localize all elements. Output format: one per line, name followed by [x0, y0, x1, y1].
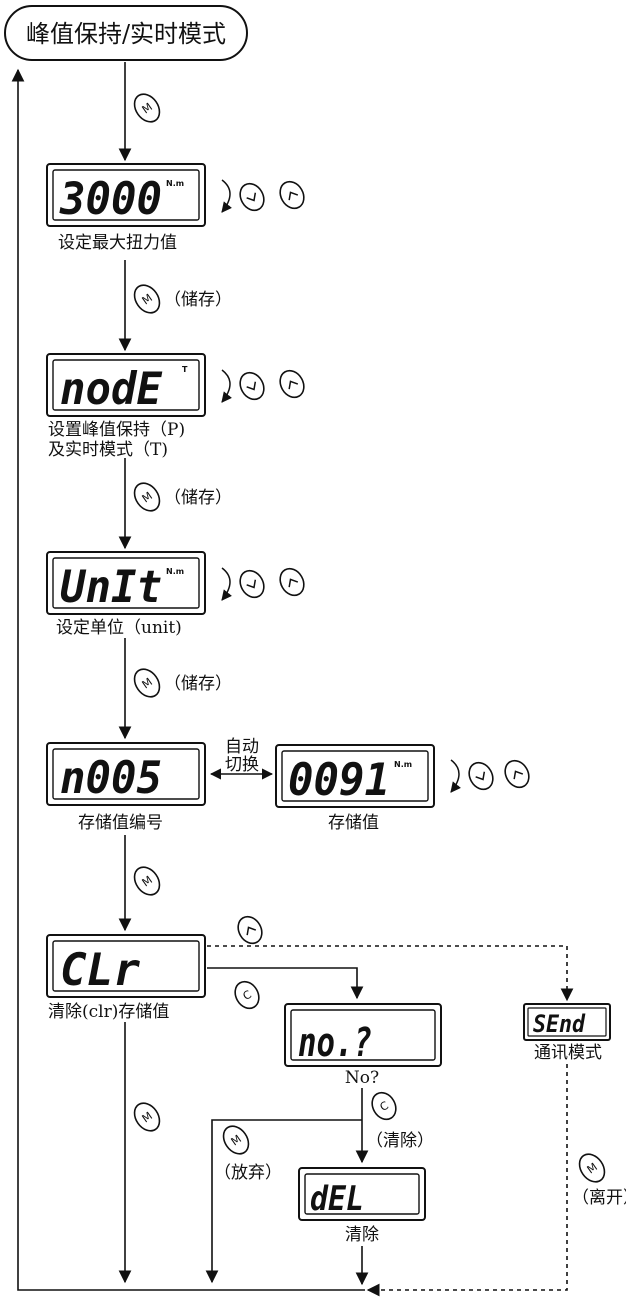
lcd-mem-number: n005 — [46, 742, 206, 806]
label-mem-value: 存储值 — [328, 813, 379, 833]
menu-button-icon-leave: M — [578, 1153, 606, 1183]
menu-button-icon-5: M — [133, 866, 161, 896]
cycle-arrow-torque — [221, 179, 233, 213]
connector-abandon — [205, 1119, 362, 1284]
lcd-mode: nodE T — [46, 353, 206, 417]
cycle-arrow-mem-value — [450, 759, 462, 793]
annotation-clear: （清除） — [366, 1131, 434, 1151]
connector-clear-to-confirm — [207, 967, 364, 1000]
auto-switch-line1: 自动 — [225, 737, 259, 757]
clear-button-icon-2: C — [371, 1091, 397, 1121]
label-max-torque: 设定最大扭力值 — [58, 233, 177, 253]
lcd-unit-value: UnIt — [60, 562, 162, 613]
up-button-icon-clear — [237, 915, 263, 945]
lcd-clear: CLr — [46, 934, 206, 998]
up-button-icon-mem-value — [504, 759, 530, 789]
lcd-max-torque: 3000 N.m — [46, 163, 206, 227]
lcd-deleted: dEL — [298, 1167, 426, 1221]
lcd-mem-value-value: 0091 — [288, 755, 390, 806]
up-button-icon-unit — [279, 567, 305, 597]
lcd-clear-value: CLr — [60, 945, 140, 996]
lcd-deleted-value: dEL — [310, 1179, 364, 1219]
down-button-icon-mem-value — [468, 761, 494, 791]
lcd-send-value: SEnd — [533, 1010, 585, 1038]
cycle-arrow-unit — [221, 567, 233, 601]
label-mem-number: 存储值编号 — [78, 813, 163, 833]
annotation-leave: （离开） — [572, 1188, 626, 1208]
lcd-unit-unit: N.m — [166, 567, 184, 576]
down-button-icon-unit — [239, 569, 265, 599]
annotation-store-3: （储存） — [164, 674, 232, 694]
lcd-unit: UnIt N.m — [46, 551, 206, 615]
menu-button-icon-1: M — [133, 93, 161, 123]
lcd-mem-number-value: n005 — [60, 753, 162, 804]
cycle-arrow-mode — [221, 369, 233, 403]
dashed-path-to-send — [207, 945, 574, 1002]
lcd-send: SEnd — [523, 1003, 611, 1041]
down-button-icon-torque — [239, 182, 265, 212]
annotation-abandon: （放弃） — [214, 1163, 282, 1183]
annotation-store-1: （储存） — [164, 290, 232, 310]
dashed-path-leave — [366, 1064, 568, 1297]
label-unit: 设定单位（unit) — [56, 618, 182, 638]
label-mode-line2: 及实时模式（T) — [48, 440, 168, 460]
label-deleted: 清除 — [345, 1225, 379, 1245]
annotation-store-2: （储存） — [164, 488, 232, 508]
lcd-max-torque-value: 3000 — [59, 174, 162, 225]
lcd-confirm-value: no.? — [298, 1020, 372, 1066]
down-button-icon-mode — [239, 371, 265, 401]
menu-button-icon-4: M — [133, 668, 161, 698]
clear-button-icon-1: C — [234, 980, 260, 1010]
label-confirm: No? — [345, 1068, 379, 1088]
auto-switch-line2: 切换 — [225, 755, 259, 775]
return-loop-line — [11, 68, 365, 1291]
menu-button-icon-6: M — [133, 1102, 161, 1132]
up-button-icon-mode — [279, 369, 305, 399]
lcd-mode-indicator: T — [182, 365, 188, 374]
start-node-label: 峰值保持/实时模式 — [26, 20, 226, 48]
label-clear: 清除(clr)存储值 — [48, 1002, 169, 1022]
lcd-mem-value-unit: N.m — [394, 760, 412, 769]
menu-button-icon-abandon: M — [222, 1125, 250, 1155]
label-send: 通讯模式 — [534, 1043, 602, 1063]
lcd-mem-value: 0091 N.m — [275, 744, 435, 808]
label-mode-line1: 设置峰值保持（P) — [48, 420, 185, 440]
up-button-icon-torque — [279, 180, 305, 210]
menu-button-icon-2: M — [133, 284, 161, 314]
lcd-mode-value: nodE — [60, 364, 162, 415]
start-node: 峰值保持/实时模式 — [4, 5, 248, 61]
lcd-confirm: no.? — [284, 1003, 442, 1067]
lcd-max-torque-unit: N.m — [166, 179, 184, 188]
menu-button-icon-3: M — [133, 482, 161, 512]
